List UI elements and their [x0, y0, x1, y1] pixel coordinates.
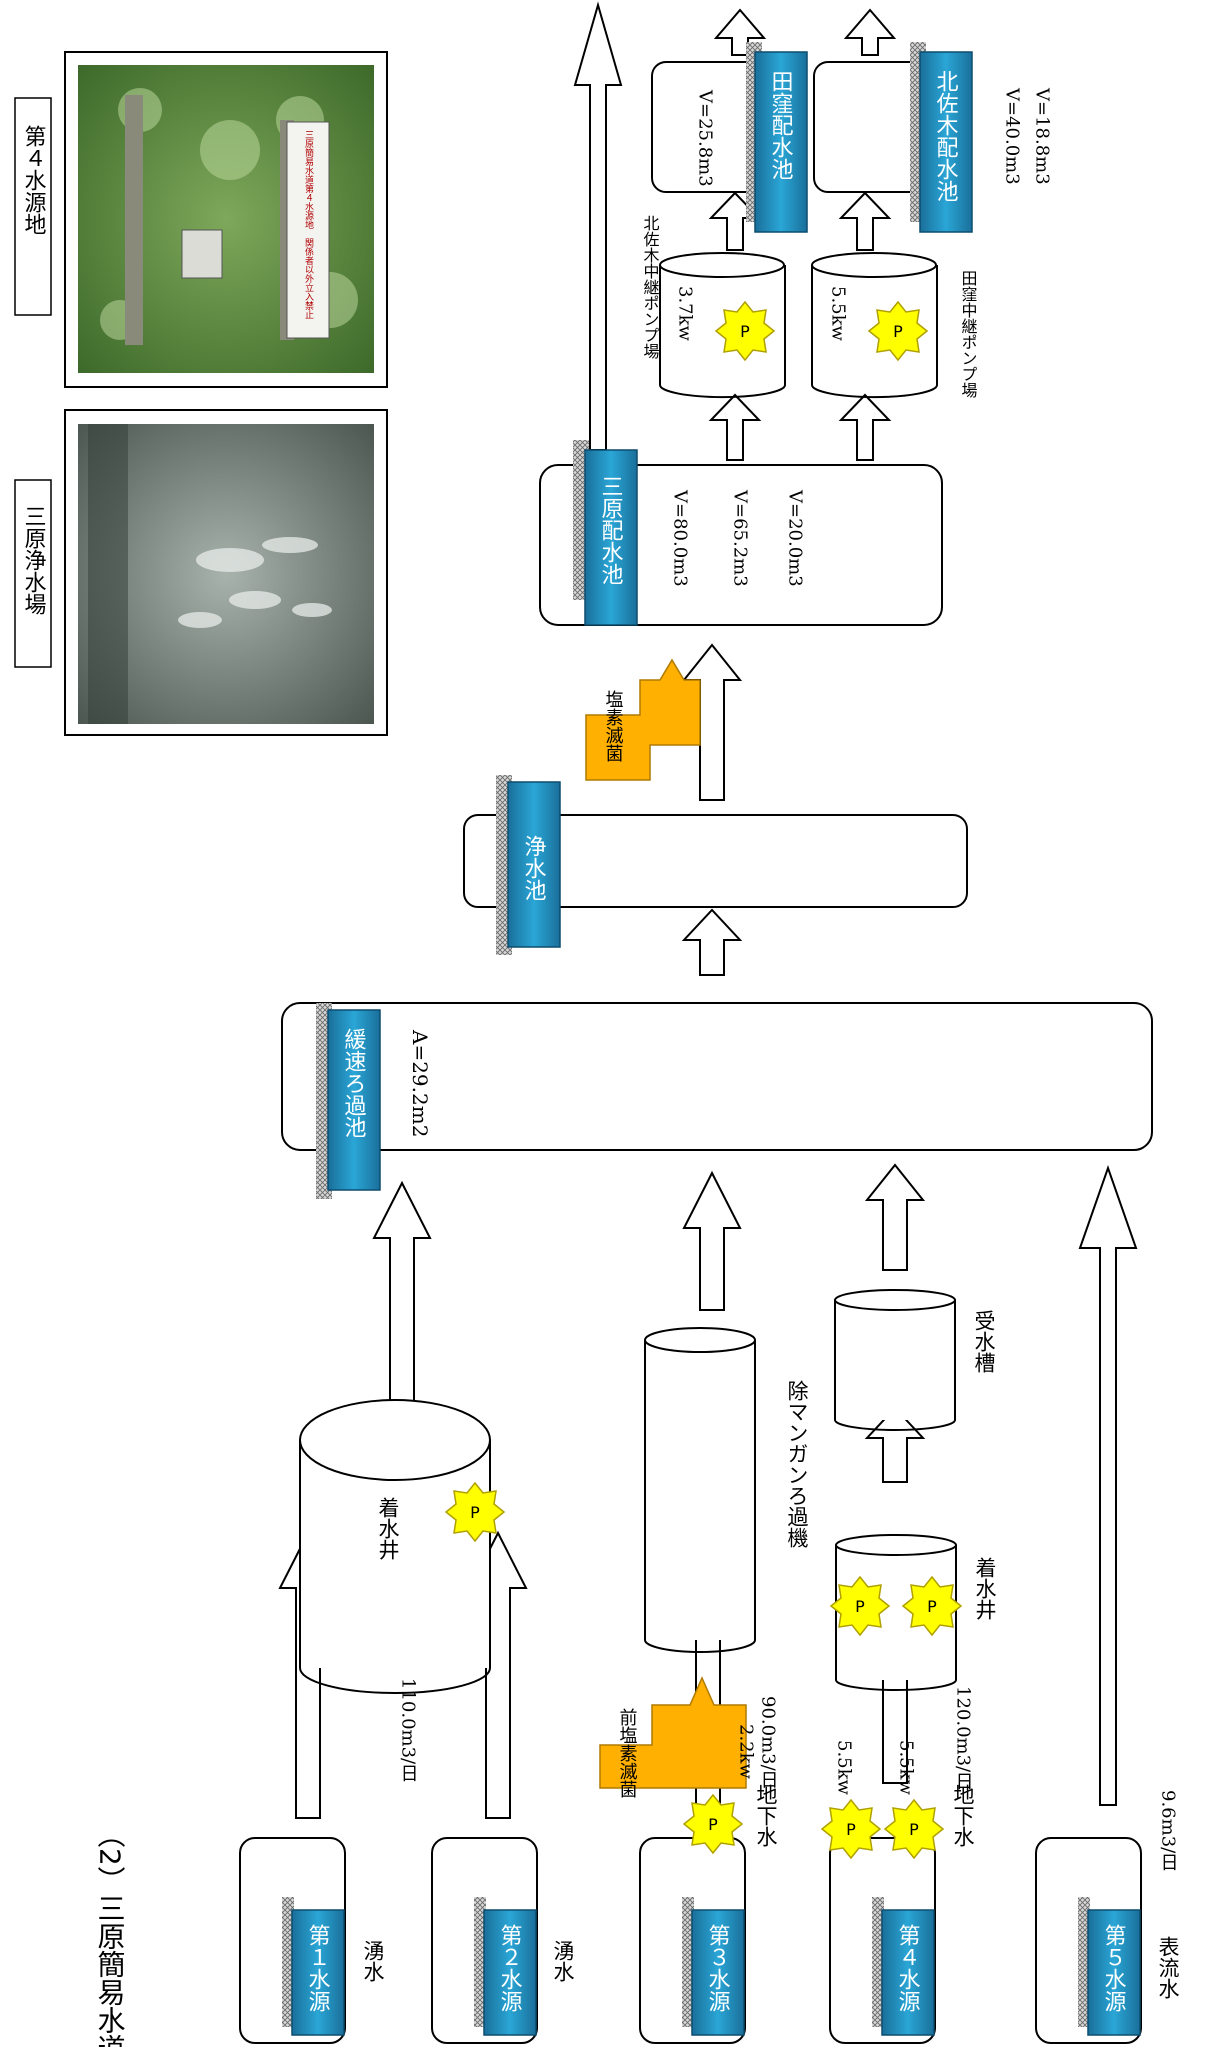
flow-source-1-2: 110.0m3/日: [398, 1678, 419, 1782]
clear-well-name: 浄水池: [521, 835, 547, 901]
mihara-reservoir-name: 三原配水池: [598, 475, 624, 585]
pump-letter-well2a: P: [855, 1597, 865, 1616]
source-4-type: 地下水: [951, 1784, 975, 1847]
arrow-src5: [1080, 1168, 1136, 1805]
takubo-reservoir-v: V=25.8m3: [695, 89, 716, 187]
source-3-pump: 2.2kw: [736, 1724, 757, 1780]
manganese-filter-label: 除マンガンろ過機: [785, 1380, 809, 1548]
source-3-flow: 90.0m3/日: [758, 1696, 779, 1789]
source4-sign-text: 三原簡易水道第４水源地 関係者以外立入禁止: [303, 130, 314, 319]
slow-filter-name: 緩速ろ過池: [341, 1028, 367, 1138]
pump-letter-s4b: P: [909, 1820, 919, 1839]
pump-letter-well1: P: [470, 1503, 480, 1522]
mihara-reservoir-v1: V=80.0m3: [670, 489, 691, 587]
pump-station-a-kw: 3.7kw: [675, 286, 696, 342]
photo-plant-caption: 三原浄水場: [21, 505, 47, 615]
slow-filter-area: A=29.2m2: [408, 1029, 432, 1137]
source-4-flow: 120.0m3/日: [953, 1686, 974, 1790]
source-5-name: 第５水源: [1101, 1924, 1127, 2012]
kitasaki-reservoir-v2: V=18.8m3: [1032, 87, 1053, 185]
receiving-tank: [835, 1290, 955, 1430]
arrow-reservoir-out: [575, 5, 621, 450]
pump-letter-s3: P: [708, 1815, 718, 1834]
source-1-type: 湧水: [361, 1940, 385, 1982]
chakusui-well-2-label: 着水井: [973, 1557, 997, 1620]
heading: （2）三原簡易水道: [94, 1820, 127, 2047]
arrow-kitasaki-out: [846, 10, 894, 55]
pump-letter-psb: P: [893, 322, 903, 341]
mihara-reservoir-v2: V=65.2m3: [730, 489, 751, 587]
source-3-name: 第３水源: [705, 1924, 731, 2012]
source-4-pump-1: 5.5kw: [834, 1740, 855, 1796]
arrow-well-to-filter: [374, 1183, 430, 1420]
kitasaki-reservoir-name: 北佐木配水池: [933, 70, 959, 202]
photo-source4-caption: 第４水源地: [21, 125, 47, 235]
arrow-res-to-psb: [841, 395, 889, 460]
source-5-type: 表流水: [1156, 1936, 1180, 1999]
pre-chlorination-label: 前塩素滅菌: [617, 1708, 638, 1798]
mihara-reservoir-v3: V=20.0m3: [785, 489, 806, 587]
arrow-psb-to-kitasaki: [841, 193, 889, 250]
manganese-filter: [645, 1328, 755, 1652]
arrow-tank-to-filter: [867, 1165, 923, 1270]
takubo-reservoir-name: 田窪配水池: [768, 70, 794, 180]
source-5-flow: 9.6m3/日: [1158, 1790, 1179, 1871]
arrow-res-to-psa: [711, 395, 759, 460]
pump-station-a-name: 北佐木中継ポンプ場: [641, 215, 660, 360]
source-2-name: 第２水源: [497, 1924, 523, 2012]
pump-station-b-name: 田窪中継ポンプ場: [959, 270, 978, 399]
kitasaki-reservoir-box: [814, 62, 924, 192]
arrow-mn-to-filter: [684, 1173, 740, 1310]
source-1-name: 第１水源: [305, 1924, 331, 2012]
pump-letter-well2b: P: [927, 1597, 937, 1616]
arrow-filter-to-clearwell: [684, 910, 740, 975]
pump-letter-psa: P: [740, 322, 750, 341]
source-4-pump-2: 5.5kw: [896, 1740, 917, 1796]
chlorination-label: 塩素滅菌: [603, 690, 624, 762]
source-3-type: 地下水: [754, 1784, 778, 1847]
source-2-type: 湧水: [551, 1940, 575, 1982]
kitasaki-reservoir-v1: V=40.0m3: [1002, 87, 1023, 185]
receiving-tank-label: 受水槽: [972, 1310, 996, 1373]
pump-letter-s4a: P: [846, 1820, 856, 1839]
chakusui-well-1-label: 着水井: [376, 1497, 400, 1560]
source-4-name: 第４水源: [895, 1924, 921, 2012]
pump-station-b-kw: 5.5kw: [828, 286, 849, 342]
